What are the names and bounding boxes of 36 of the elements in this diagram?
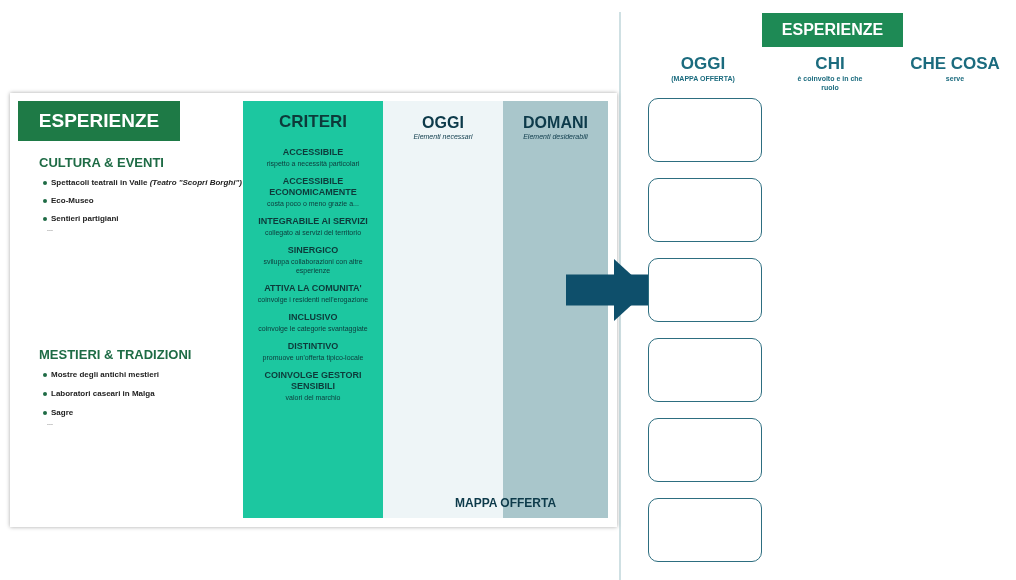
banner-title: ESPERIENZE [38, 108, 160, 133]
empty-box [648, 418, 762, 482]
criterion-heading: ACCESSIBILE [281, 146, 345, 158]
list-item: Sentieri partigiani [51, 213, 119, 225]
block-arrow [566, 259, 648, 321]
criterion-heading: ACCESSIBILE ECONOMICAMENTE [268, 175, 358, 198]
empty-box [648, 338, 762, 402]
empty-box [648, 98, 762, 162]
criterion-heading: ATTIVA LA COMUNITA' [263, 282, 363, 294]
slide-panel [10, 93, 617, 527]
criterion-heading: DISTINTIVO [286, 340, 340, 352]
list-item: Spettacoli teatrali in Valle (Teatro "Scopri Borghi") [51, 177, 242, 189]
list-item: Sagre [51, 407, 74, 419]
section-heading: MESTIERI & TRADIZIONI [39, 346, 193, 364]
empty-box [648, 258, 762, 322]
criteria-column [243, 101, 383, 518]
map-label: MAPPA OFFERTA [455, 495, 558, 512]
criterion-heading: INCLUSIVO [287, 311, 339, 323]
criterion-heading: INTEGRABILE AI SERVIZI [257, 215, 369, 227]
criterion-heading: SINERGICO [286, 244, 340, 256]
list-item: Laboratori caseari in Malga [51, 388, 155, 400]
list-item: Eco-Museo [51, 195, 94, 207]
title-banner [762, 13, 903, 47]
empty-box [648, 178, 762, 242]
empty-box [648, 498, 762, 562]
column-heading: DOMANI [523, 115, 588, 131]
column-heading: CHE COSA [909, 55, 1001, 72]
column-heading: CHI [814, 55, 846, 72]
section-heading: CULTURA & EVENTI [39, 154, 165, 172]
title-banner [18, 101, 180, 141]
list-item: Mostre degli antichi mestieri [51, 369, 160, 381]
column-heading: CRITERI [278, 111, 348, 133]
banner-title: ESPERIENZE [781, 20, 884, 40]
criterion-heading: COINVOLGE GESTORI SENSIBILI [263, 369, 363, 392]
column-heading: OGGI [679, 55, 727, 72]
column-heading: OGGI [422, 115, 464, 131]
